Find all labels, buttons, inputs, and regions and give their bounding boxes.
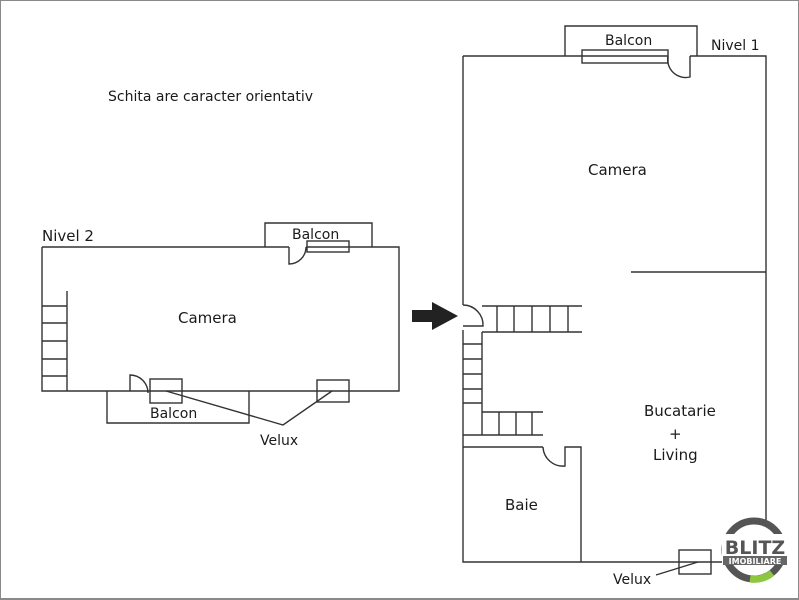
level-2-top-balcony-outline: [264, 222, 373, 247]
level-2-title: Nivel 2: [42, 227, 94, 245]
level-1-velux-label: Velux: [613, 572, 651, 588]
level-1-velux-window: [678, 549, 712, 575]
logo-text: BLITZ: [725, 537, 785, 559]
level-1-room-label: Camera: [588, 161, 647, 179]
logo-accent: [749, 570, 775, 583]
level-2-stairs: [42, 291, 68, 391]
logo-subtext-bg: [723, 556, 787, 565]
level-1-title: Nivel 1: [711, 38, 760, 54]
level-2-top-door: [288, 246, 307, 265]
level-2-velux-pointer: [165, 390, 333, 426]
level-1-velux-pointer: [655, 561, 699, 576]
level-2-velux-window-2: [316, 379, 350, 403]
level-1-bath-label: Baie: [505, 496, 538, 514]
level-2-bottom-balcony-outline: [106, 391, 250, 424]
level-1-bath-door: [542, 446, 582, 562]
level-1-plan: Nivel 1 Balcon Camera: [462, 25, 767, 588]
level-1-balcony-label: Balcon: [605, 33, 652, 49]
level-1-kitchen-plus: +: [669, 425, 682, 443]
level-1-walls: [462, 55, 767, 563]
level-1-entry-door: [462, 304, 484, 327]
level-2-bottom-balcony-label: Balcon: [150, 406, 197, 422]
level-1-balcony-door: [666, 55, 691, 79]
level-2-velux-label: Velux: [260, 433, 298, 449]
level-2-velux-window-1: [149, 378, 183, 404]
level-2-walls: [41, 246, 400, 392]
level-2-room-label: Camera: [178, 309, 237, 327]
blitz-logo: BLITZ IMOBILIARE: [721, 517, 788, 583]
logo-subtext: IMOBILIARE: [729, 557, 782, 566]
level-2-top-balcony-label: Balcon: [292, 227, 339, 243]
level-1-stairs: [463, 305, 582, 436]
level-2-plan: Nivel 2 Balcon Camera Balcon Velux: [41, 222, 400, 449]
disclaimer-note: Schita are caracter orientativ: [108, 89, 313, 105]
level-1-kitchen-label-2: Living: [653, 446, 698, 464]
level-1-balcony-outline: [564, 25, 698, 56]
arrow-right-icon: [412, 302, 458, 330]
level-1-kitchen-label-1: Bucatarie: [644, 402, 716, 420]
level-2-bottom-door: [129, 374, 149, 394]
